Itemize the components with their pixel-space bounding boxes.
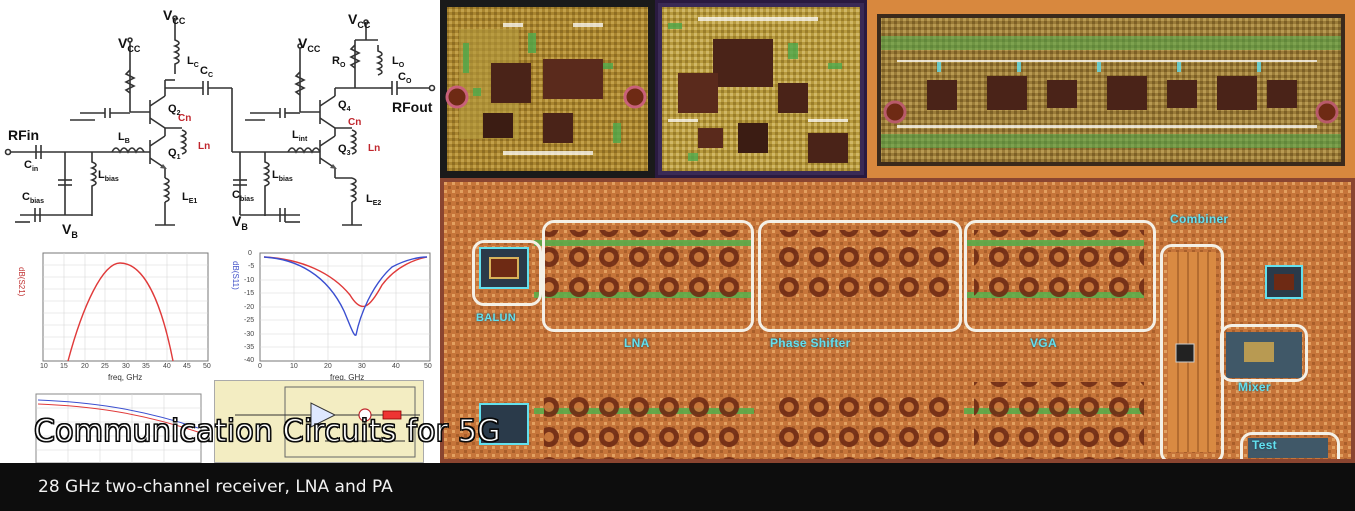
lbias-label: Lbias (98, 169, 119, 184)
s11-ylabel: dB(S11) (231, 261, 240, 290)
cc-label: CC (200, 65, 214, 80)
s21-xtick-3: 25 (101, 363, 109, 370)
s21-xtick-7: 45 (183, 363, 191, 370)
s11-plot: dB(S11) 0 -5 -10 -15 -20 -25 -30 -35 -40… (222, 245, 436, 385)
phase-shifter-label: Phase Shifter (770, 336, 851, 350)
q3-label: Q3 (338, 143, 351, 158)
s21-xtick-1: 15 (60, 363, 68, 370)
vcc-label-3: VCC (298, 35, 321, 54)
cn-label-2: Cn (348, 117, 362, 128)
s11-xtick-0: 0 (258, 363, 262, 370)
s11-xlabel: freq, GHz (330, 373, 365, 382)
cn-label-1: Cn (178, 113, 192, 124)
phase-shifter-outline (758, 220, 962, 332)
le1-label: LE1 (182, 191, 198, 206)
q2-label: Q2 (168, 103, 181, 118)
rfout-label: RFout (392, 99, 433, 115)
mixer-outline (1220, 324, 1308, 382)
lower-left-plot-area (35, 393, 202, 464)
vcc-label-2: VCC (118, 35, 141, 54)
s11-ytick-0: 0 (248, 250, 252, 257)
lint-label: Lint (292, 129, 308, 144)
lna-outline (542, 220, 754, 332)
vga-label: VGA (1030, 336, 1057, 350)
receiver-chip-layout: BALUN LNA Phase Shifter VGA Combiner Mix… (440, 178, 1355, 463)
s21-xtick-0: 10 (40, 363, 48, 370)
s21-ylabel: dB(S21) (17, 267, 26, 297)
vcc-label-4: VCC (348, 11, 371, 30)
s21-xtick-6: 40 (163, 363, 171, 370)
s21-xtick-5: 35 (142, 363, 150, 370)
s11-xtick-3: 30 (358, 363, 366, 370)
lna-schematic: VCC VCC VCC VCC RFin RFout VB VB Cin Cbi… (0, 0, 440, 240)
s21-xtick-2: 20 (81, 363, 89, 370)
s11-ytick-5: -25 (244, 317, 255, 324)
rfin-label: RFin (8, 127, 40, 143)
ro-label: RO (332, 55, 346, 70)
headline: Communication Circuits for 5G (34, 414, 501, 450)
receiver-chip-artwork (444, 182, 1351, 459)
s11-xtick-5: 50 (424, 363, 432, 370)
pa-chip-artwork (445, 7, 648, 171)
vcc-label-1: VCC (163, 7, 186, 26)
vga-outline (964, 220, 1156, 332)
schematic-wires (4, 15, 436, 226)
s11-blue-curve (263, 256, 428, 336)
ln-label-1: Ln (198, 141, 211, 152)
block-diagram (214, 380, 424, 463)
cin-label: Cin (24, 159, 39, 174)
q1-label: Q1 (168, 147, 181, 162)
le2-label: LE2 (366, 193, 382, 208)
lna-chip-artwork (662, 7, 860, 171)
caption-bar: 28 GHz two-channel receiver, LNA and PA (0, 463, 1355, 511)
s21-plot: dB(S21) 10 15 20 25 30 35 40 45 50 freq,… (8, 245, 218, 385)
lo-label: LO (392, 55, 405, 70)
s11-xtick-1: 10 (290, 363, 298, 370)
combiner-outline (1160, 244, 1224, 459)
lna-label: LNA (624, 336, 650, 350)
lbias-label-2: Lbias (272, 169, 293, 184)
wide-chip-artwork (867, 0, 1355, 178)
s11-ytick-7: -35 (244, 344, 255, 351)
s11-red-curve (263, 256, 428, 308)
co-label: CO (398, 71, 412, 86)
lc-label: LC (187, 55, 199, 70)
s11-ytick-1: -5 (248, 263, 255, 270)
s21-curve (67, 262, 174, 362)
cbias-label-2: Cbias (232, 189, 254, 204)
test-label: Test (1252, 438, 1277, 452)
wide-chip-layout (867, 0, 1355, 178)
vb-label-1: VB (62, 221, 78, 240)
ln-label-2: Ln (368, 143, 381, 154)
q4-label: Q4 (338, 99, 351, 114)
test-outline (1240, 432, 1340, 459)
cbias-label: Cbias (22, 191, 44, 206)
s11-ytick-2: -10 (244, 277, 255, 284)
s11-xtick-2: 20 (324, 363, 332, 370)
mixer-label: Mixer (1238, 380, 1271, 394)
s21-xtick-4: 30 (122, 363, 130, 370)
balun-outline (472, 240, 542, 306)
pa-chip-layout (440, 0, 655, 178)
caption: 28 GHz two-channel receiver, LNA and PA (38, 477, 393, 497)
s11-plot-area (259, 252, 431, 362)
lower-left-plot (8, 388, 208, 464)
s11-xtick-4: 40 (392, 363, 400, 370)
lb-label: LB (118, 131, 130, 146)
s11-ytick-8: -40 (244, 357, 255, 364)
s11-ytick-6: -30 (244, 331, 255, 338)
s21-plot-area (42, 252, 209, 362)
s11-ytick-3: -15 (244, 290, 255, 297)
vb-label-2: VB (232, 213, 248, 232)
s21-xtick-8: 50 (203, 363, 211, 370)
lna-chip-layout (655, 0, 867, 178)
balun-label: BALUN (476, 312, 516, 324)
s21-xlabel: freq, GHz (108, 373, 143, 382)
s11-ytick-4: -20 (244, 304, 255, 311)
combiner-label: Combiner (1170, 212, 1229, 226)
